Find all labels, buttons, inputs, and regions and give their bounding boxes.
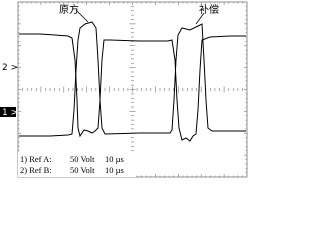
readout-box <box>18 152 136 177</box>
ch2-marker: 2 > <box>2 63 18 73</box>
ref-b-volt: 50 Volt <box>70 165 95 175</box>
scope-display: 2 > 1 > 原方 补偿 1) Ref A: 50 Volt 10 µs 2)… <box>0 1 248 178</box>
ref-b-time: 10 µs <box>105 165 124 175</box>
ref-b-label: 2) Ref B: <box>20 165 52 175</box>
trace-original <box>19 33 246 142</box>
ref-a-volt: 50 Volt <box>70 154 95 164</box>
trace-compensated <box>19 21 246 137</box>
annotation-original: 原方 <box>59 3 79 16</box>
reference-readouts: 1) Ref A: 50 Volt 10 µs 2) Ref B: 50 Vol… <box>20 154 124 175</box>
annotation-leaders <box>75 9 205 25</box>
ref-a-time: 10 µs <box>105 154 124 164</box>
graticule-ticks <box>18 2 247 177</box>
waveform-traces <box>19 21 246 142</box>
oscilloscope-screen: 2 > 1 > 原方 补偿 1) Ref A: 50 Volt 10 µs 2)… <box>0 1 248 178</box>
ch1-marker-box <box>0 107 16 117</box>
ch1-marker: 1 > <box>2 108 18 118</box>
ref-a-label: 1) Ref A: <box>20 154 52 164</box>
annotation-compensated: 补偿 <box>199 3 219 16</box>
